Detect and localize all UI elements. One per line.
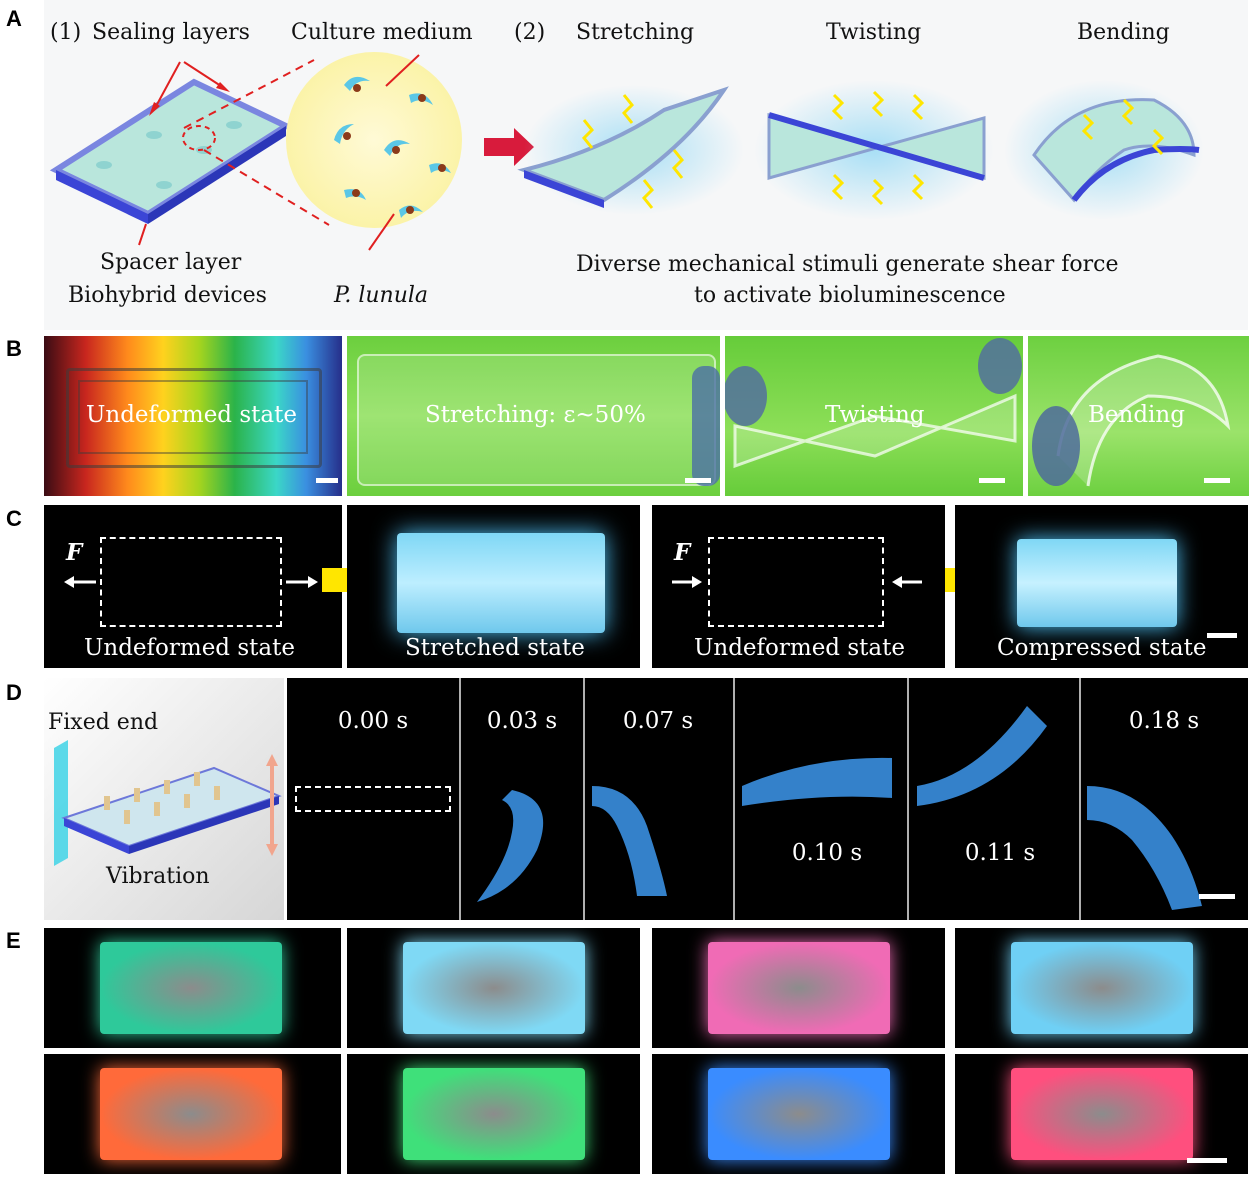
twisting-device-drawing xyxy=(754,80,994,220)
glowing-device xyxy=(1011,942,1193,1034)
photo-undeformed: Undeformed state xyxy=(44,336,342,496)
scale-bar xyxy=(1199,894,1235,899)
glowing-device xyxy=(1011,1068,1193,1160)
e-emission-photo xyxy=(652,928,945,1048)
e-emission-photo xyxy=(44,1054,341,1174)
bending-device-drawing xyxy=(1004,80,1204,220)
caption-line-2: to activate bioluminescence xyxy=(694,283,1006,308)
culture-medium-circle xyxy=(286,52,462,251)
scale-bar xyxy=(979,478,1005,483)
scale-bar xyxy=(1204,478,1230,483)
e-emission-photo xyxy=(652,1054,945,1174)
label-bending: Bending xyxy=(1088,402,1185,428)
sealing-layers-label: Sealing layers xyxy=(92,20,250,45)
c-undeformed-stretch: F Undeformed state xyxy=(44,505,342,668)
e-emission-photo xyxy=(347,1054,640,1174)
panel-a: (1) Sealing layers Culture medium (2) St… xyxy=(44,0,1248,330)
e-emission-photo xyxy=(955,928,1248,1048)
c-undeformed-compress: F Undeformed state xyxy=(652,505,945,668)
glowing-device xyxy=(100,942,282,1034)
vibration-label: Vibration xyxy=(106,864,210,889)
scale-bar xyxy=(316,478,338,483)
panel-letter-b: B xyxy=(6,336,22,361)
time-label: 0.11 s xyxy=(964,840,1036,866)
label-stretching: Stretching: ε~50% xyxy=(425,402,646,428)
photo-stretching: Stretching: ε~50% xyxy=(347,336,720,496)
glowing-device xyxy=(100,1068,282,1160)
glowing-device xyxy=(403,1068,585,1160)
e-emission-photo xyxy=(44,928,341,1048)
time-label: 0.00 s xyxy=(337,708,409,734)
scale-bar xyxy=(1187,1158,1227,1163)
fixed-end-label: Fixed end xyxy=(48,710,159,735)
panel-letter-e: E xyxy=(6,928,21,953)
culture-medium-label: Culture medium xyxy=(291,20,473,45)
photo-bending: Bending xyxy=(1028,336,1249,496)
step-2-marker: (2) xyxy=(514,20,546,45)
c-stretched: Stretched state xyxy=(347,505,640,668)
bending-label: Bending xyxy=(1077,20,1170,45)
glowing-device xyxy=(708,942,890,1034)
time-label: 0.18 s xyxy=(1128,708,1200,734)
scale-bar xyxy=(685,478,711,483)
panel-letter-c: C xyxy=(6,506,22,531)
e-emission-photo xyxy=(347,928,640,1048)
stretching-device-drawing xyxy=(517,85,744,215)
panel-a-illustration xyxy=(49,52,1204,251)
panel-letter-a: A xyxy=(6,6,22,31)
twisting-label: Twisting xyxy=(826,20,922,45)
label-undeformed-state: Undeformed state xyxy=(86,402,297,428)
step-1-marker: (1) xyxy=(50,20,82,45)
glowing-device xyxy=(708,1068,890,1160)
label-twisting: Twisting xyxy=(825,402,925,428)
label-stretched-state: Stretched state xyxy=(405,635,585,661)
stretching-label: Stretching xyxy=(576,20,695,45)
d-schematic: Fixed end Vibration xyxy=(44,678,284,920)
spacer-layer-label: Spacer layer xyxy=(100,250,242,275)
force-label: F xyxy=(66,539,83,566)
time-label: 0.10 s xyxy=(791,840,863,866)
force-label: F xyxy=(674,539,691,566)
label-compressed-state: Compressed state xyxy=(997,635,1207,661)
c-compressed: Compressed state xyxy=(955,505,1248,668)
biohybrid-device-drawing xyxy=(49,59,330,246)
d-sequence: 0.00 s 0.03 s 0.07 s 0.10 s 0.11 s 0.18 … xyxy=(287,678,1248,920)
time-label: 0.07 s xyxy=(622,708,694,734)
glowing-device xyxy=(403,942,585,1034)
label-undeformed-state: Undeformed state xyxy=(694,635,905,661)
panel-letter-d: D xyxy=(6,680,22,705)
red-arrow xyxy=(484,128,534,166)
photo-twisting: Twisting xyxy=(725,336,1023,496)
caption-line-1: Diverse mechanical stimuli generate shea… xyxy=(576,252,1119,277)
time-label: 0.03 s xyxy=(486,708,558,734)
p-lunula-label: P. lunula xyxy=(334,283,429,308)
scale-bar xyxy=(1207,633,1237,638)
biohybrid-devices-label: Biohybrid devices xyxy=(68,283,267,308)
e-emission-photo xyxy=(955,1054,1248,1174)
label-undeformed-state: Undeformed state xyxy=(84,635,295,661)
